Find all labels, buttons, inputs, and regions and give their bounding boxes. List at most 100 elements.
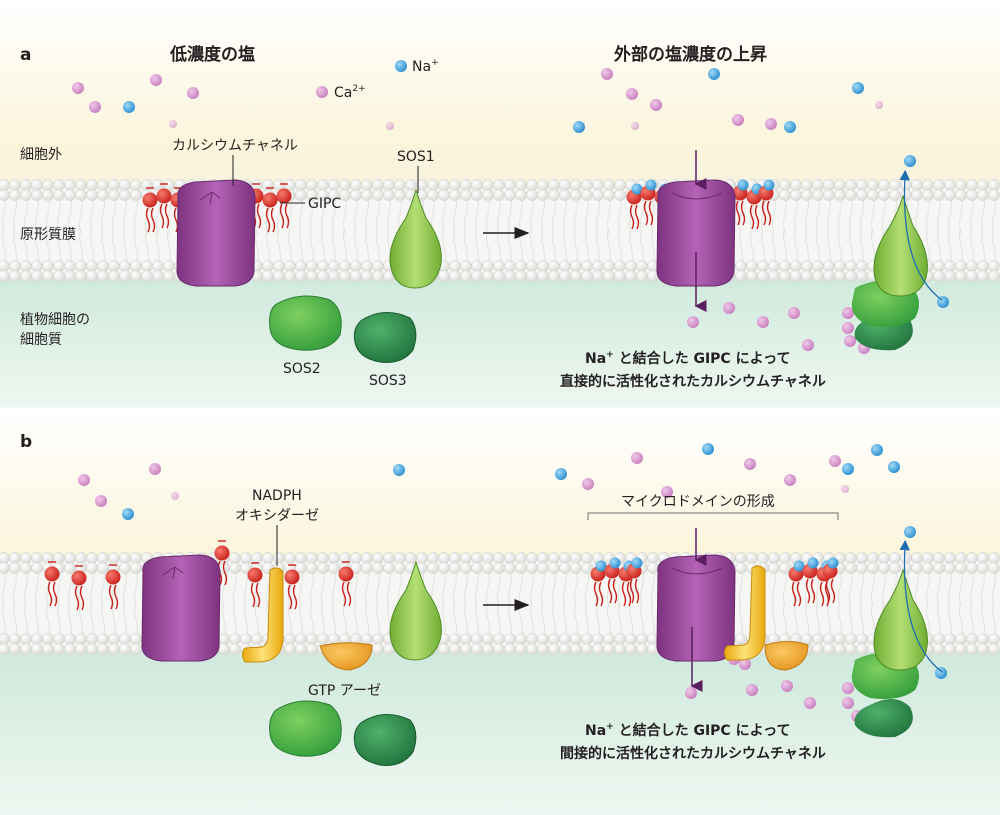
title-low-salt: 低濃度の塩 (169, 44, 255, 65)
lipid-head (537, 633, 549, 645)
lipid-head (460, 633, 472, 645)
gipc-scattered-b (44, 540, 354, 611)
lipid-head (53, 260, 65, 272)
lipid-head (548, 552, 560, 564)
lipid-head (295, 643, 307, 655)
lipid-head (438, 643, 450, 655)
lipid-head (823, 270, 835, 282)
lipid-head (823, 260, 835, 272)
lipid-head (240, 552, 252, 564)
lipid-head (317, 179, 329, 191)
lipid-head (977, 562, 989, 574)
lipid-head (878, 189, 890, 201)
lipid-head (317, 633, 329, 645)
lipid-head (306, 643, 318, 655)
gipc-headgroup (276, 188, 292, 204)
lipid-head (262, 552, 274, 564)
lipid-head (163, 270, 175, 282)
lipid-head (977, 643, 989, 655)
gipc-tail (265, 207, 271, 233)
na-ion (935, 667, 947, 679)
ca-ion (842, 322, 854, 334)
lipid-head (108, 179, 120, 191)
gipc-tail (256, 203, 262, 229)
gipc-tail (796, 581, 802, 607)
na-legend-label: Na+ (412, 58, 439, 75)
lipid-head (834, 260, 846, 272)
lipid-head (988, 643, 1000, 655)
gipc-headgroup (214, 545, 230, 561)
lipid-head (449, 179, 461, 191)
na-ion (393, 464, 405, 476)
gipc-tail (145, 207, 151, 233)
gipc-tail (626, 581, 632, 607)
lipid-head (20, 552, 32, 564)
lipid-head (735, 552, 747, 564)
lipid-head (614, 179, 626, 191)
lipid-head (493, 179, 505, 191)
lipid-head (0, 260, 10, 272)
lipid-head (152, 260, 164, 272)
gipc-tail (279, 203, 285, 229)
lipid-head (306, 270, 318, 282)
gipc-headgroup (338, 566, 354, 582)
lipid-head (779, 260, 791, 272)
lipid-head (944, 189, 956, 201)
bound-na-ion (631, 183, 643, 195)
lipid-head (460, 270, 472, 282)
lipid-head (493, 552, 505, 564)
na-ion (708, 68, 720, 80)
lipid-head (779, 270, 791, 282)
lipid-head (493, 270, 505, 282)
lipid-head (603, 189, 615, 201)
ca-ion (746, 684, 758, 696)
lipid-head (625, 633, 637, 645)
label-gipc: GIPC (308, 196, 341, 212)
ca-ion (723, 302, 735, 314)
lipid-head (779, 552, 791, 564)
gipc-tail (255, 582, 261, 608)
lipid-head (460, 260, 472, 272)
lipid-head (537, 189, 549, 201)
lipid-head (603, 179, 615, 191)
lipid-head (372, 633, 384, 645)
gipc-tail (341, 581, 347, 607)
lipid-head (955, 633, 967, 645)
lipid-head (471, 189, 483, 201)
lipid-head (471, 179, 483, 191)
lipid-head (636, 270, 648, 282)
lipid-head (614, 270, 626, 282)
lipid-head (581, 270, 593, 282)
lipid-head (471, 643, 483, 655)
gipc-tail (164, 203, 170, 229)
lipid-head (42, 643, 54, 655)
lipid-head (20, 189, 32, 201)
lipid-head (20, 562, 32, 574)
ca-legend-label: Ca2+ (334, 84, 366, 101)
lipid-head (955, 260, 967, 272)
lipid-head (603, 260, 615, 272)
ca-ion (685, 687, 697, 699)
ca-ion (875, 101, 883, 109)
sos-complex-a-right (851, 194, 928, 351)
lipid-head (592, 633, 604, 645)
lipid-head (834, 179, 846, 191)
lipid-head (317, 270, 329, 282)
ca-ion (661, 486, 673, 498)
lipid-head (933, 260, 945, 272)
na-legend-icon (395, 60, 407, 72)
gtpase-b-left (319, 642, 373, 671)
lipid-head (867, 562, 879, 574)
lipid-head (625, 643, 637, 655)
lipid-head (955, 270, 967, 282)
lipid-head (372, 643, 384, 655)
ca-ion (95, 495, 107, 507)
lipid-head (284, 270, 296, 282)
ca-ion (842, 697, 854, 709)
label-microdomain: マイクロドメインの形成 (621, 494, 775, 510)
lipid-head (526, 633, 538, 645)
lipid-head (570, 189, 582, 201)
lipid-head (20, 643, 32, 655)
lipid-head (64, 552, 76, 564)
